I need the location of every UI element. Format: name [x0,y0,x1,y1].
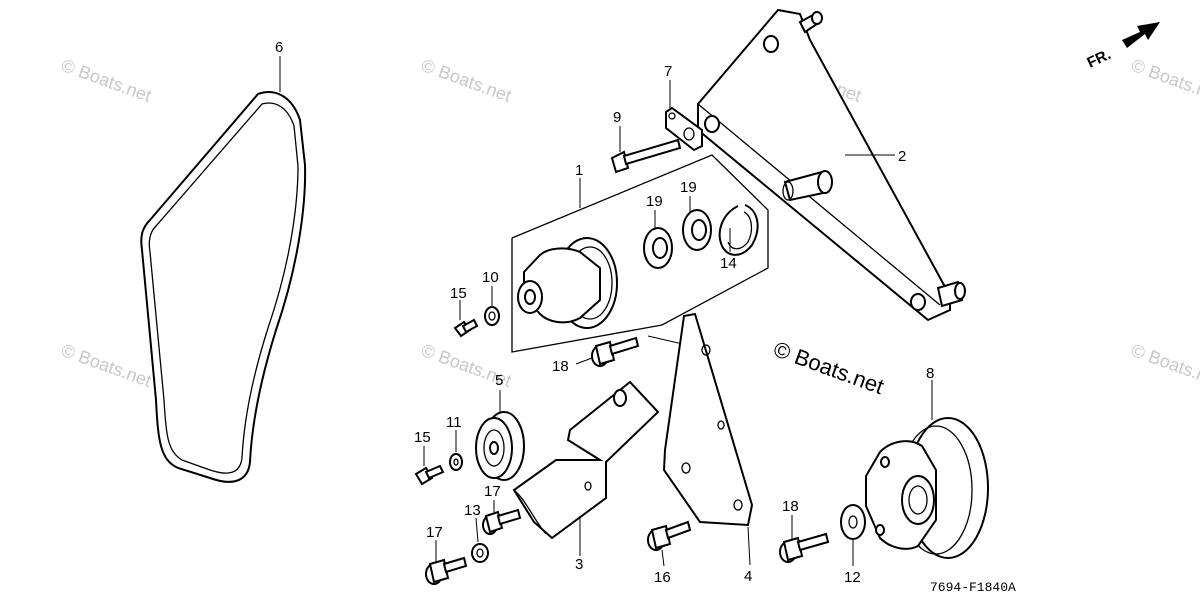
callout-18a: 18 [552,358,569,375]
callout-12: 12 [844,569,861,586]
watermark: © Boats.net [419,55,514,106]
direction-label: FR. [1085,46,1114,72]
snap-ring [718,204,759,256]
callout-19b: 19 [680,179,697,196]
washer-12 [840,504,866,566]
flange-bolt-upper [453,300,479,338]
callout-19a: 19 [646,193,663,210]
washer-13 [471,517,489,563]
flange-bolt-middle [575,335,701,367]
flange-bolt-lower [414,446,445,486]
callout-17b: 17 [426,524,443,541]
watermark: © Boats.net [1129,340,1200,391]
flange-bolt-16 [647,520,692,567]
triangular-bracket [662,312,754,566]
pulley-assembly-frame [511,154,769,353]
mounting-plate [697,8,966,322]
flange-bolt-18b [779,515,830,563]
callout-6: 6 [275,39,283,56]
callout-8: 8 [926,365,934,382]
callout-11: 11 [446,414,462,431]
callout-9: 9 [613,109,621,126]
callouts: 1 2 3 4 5 6 7 8 9 10 11 12 13 14 15 15 1… [275,39,934,586]
bracket [512,380,660,556]
diagram-code: 7694-F1840A [930,580,1016,595]
callout-15a: 15 [450,285,467,302]
flange-bolt-17b [425,540,468,585]
pulley-hub [517,237,618,329]
small-plate [665,80,703,152]
callout-1: 1 [575,162,583,179]
callout-15b: 15 [414,429,431,446]
drive-pulley [865,380,989,559]
small-washer [449,430,463,471]
callout-3: 3 [575,556,583,573]
callout-14: 14 [720,255,737,272]
idler-pulley [475,390,525,481]
watermark: © Boats.net [1129,55,1200,106]
callout-10: 10 [482,269,499,286]
callout-5: 5 [495,372,503,389]
callout-7: 7 [664,63,672,80]
v-belt [140,56,307,483]
callout-4: 4 [744,568,752,585]
bearing-1 [643,210,673,269]
long-bolt [610,126,682,174]
callout-17a: 17 [484,483,501,500]
callout-2: 2 [898,148,906,165]
bearing-2 [682,196,712,251]
flange-bolt-17a [482,500,522,535]
callout-13: 13 [464,502,481,519]
washer [484,286,500,326]
callout-16: 16 [654,569,671,586]
watermark: © Boats.net [59,340,154,391]
callout-18b: 18 [782,498,799,515]
watermark-center: © Boats.net [770,336,887,399]
watermark: © Boats.net [59,55,154,106]
